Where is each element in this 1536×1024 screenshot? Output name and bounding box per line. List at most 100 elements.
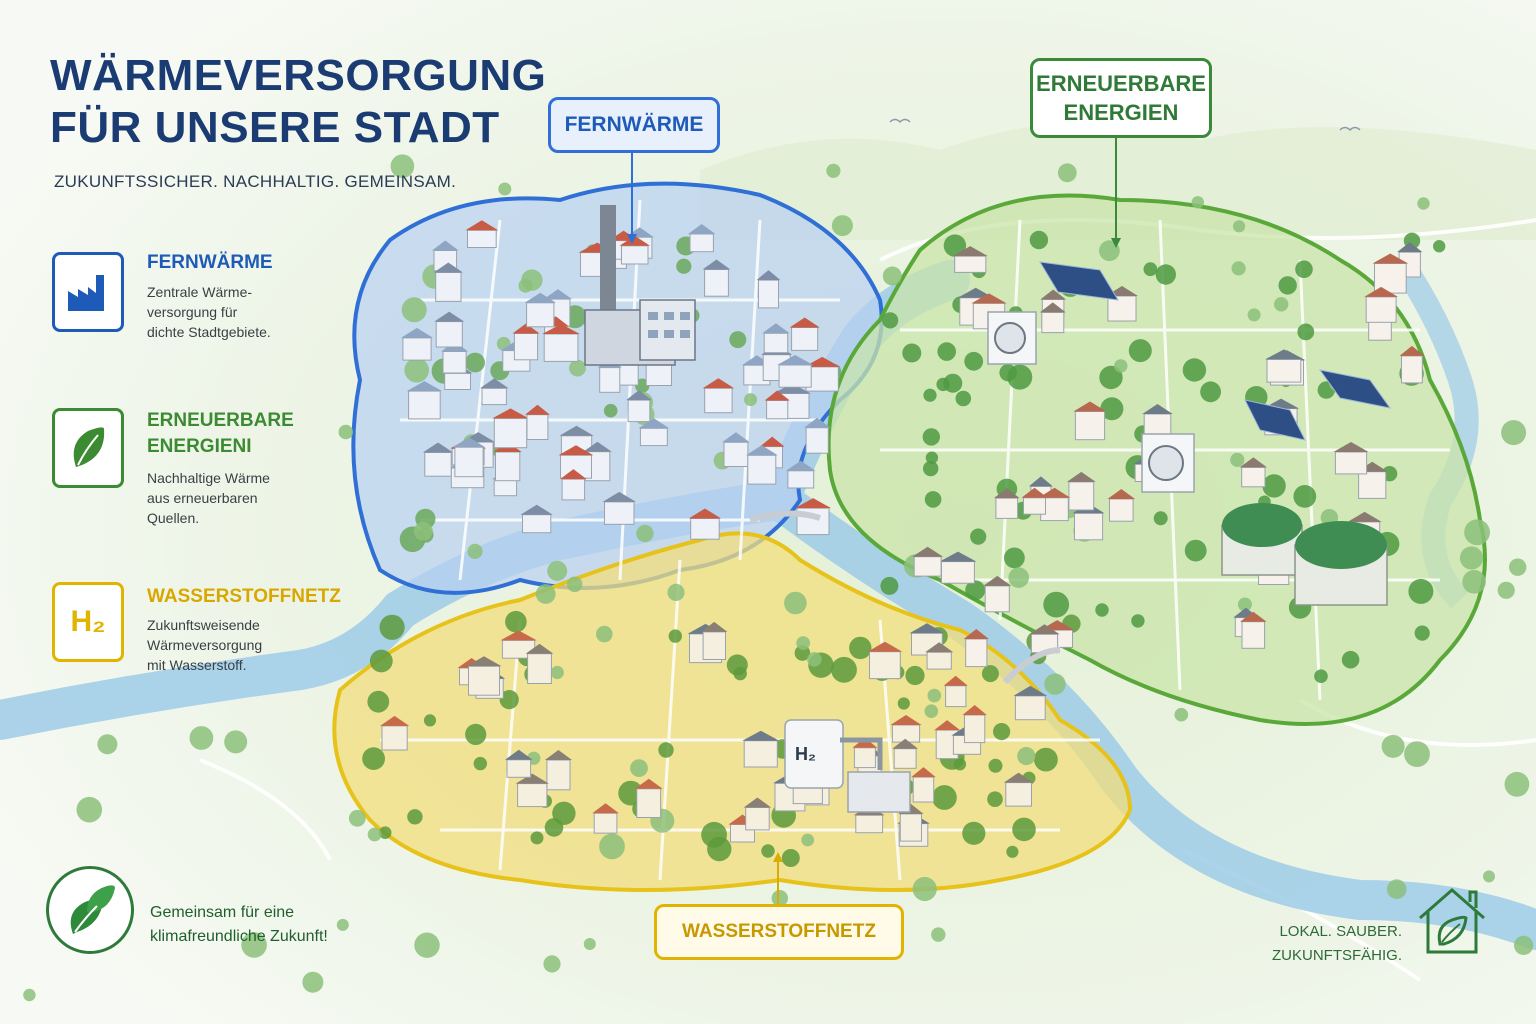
- tree: [362, 747, 385, 770]
- house: [380, 715, 410, 751]
- tree: [964, 351, 984, 371]
- leaves-icon: [46, 866, 134, 954]
- tree: [924, 704, 939, 718]
- tree: [23, 988, 36, 1002]
- house: [688, 224, 716, 253]
- tree: [499, 690, 519, 710]
- tree: [1131, 614, 1145, 628]
- tree: [241, 932, 267, 958]
- house: [592, 803, 619, 834]
- house: [406, 381, 443, 420]
- tree: [1174, 707, 1189, 722]
- tree: [1462, 570, 1486, 594]
- house: [1039, 302, 1066, 334]
- tree: [401, 297, 427, 323]
- tree: [1237, 597, 1252, 612]
- tree: [1293, 485, 1317, 508]
- house: [912, 546, 944, 577]
- tree: [379, 614, 405, 640]
- legend-desc-wasserstoff: Zukunftsweisende Wärmeversorgung mit Was…: [147, 617, 263, 673]
- legend-desc-erneuerbare: Nachhaltige Wärme aus erneuerbaren Quell…: [147, 470, 270, 526]
- house: [1107, 489, 1136, 522]
- tree: [1483, 870, 1495, 883]
- tree: [882, 312, 899, 329]
- house: [1399, 345, 1425, 384]
- tree: [1247, 308, 1261, 322]
- tree: [413, 521, 433, 541]
- house: [867, 641, 903, 680]
- legend-desc-fernwaerme: Zentrale Wärme- versorgung für dichte St…: [147, 284, 271, 340]
- tree: [390, 154, 415, 178]
- tree: [1008, 567, 1029, 588]
- h2-icon: H₂: [52, 582, 124, 662]
- house: [520, 504, 553, 534]
- house: [602, 491, 636, 525]
- tree: [1295, 260, 1313, 279]
- tree: [1262, 474, 1286, 498]
- tree: [1184, 539, 1207, 562]
- tree: [771, 890, 788, 907]
- house-leaf-icon: [1414, 882, 1490, 963]
- tree: [987, 791, 1003, 807]
- tree: [801, 833, 815, 847]
- house: [1072, 503, 1105, 541]
- house: [742, 730, 780, 768]
- tree: [744, 393, 758, 407]
- tree: [1497, 581, 1515, 599]
- house: [762, 323, 790, 354]
- callout-pointers: [627, 138, 1121, 905]
- tree: [1278, 276, 1297, 295]
- tree: [925, 451, 939, 464]
- callout-erneuerbare: ERNEUERBARE ENERGIEN: [1030, 58, 1212, 138]
- house: [524, 292, 556, 328]
- tree: [970, 528, 987, 545]
- house: [1013, 685, 1048, 721]
- tree: [831, 215, 853, 237]
- birds: [889, 118, 1361, 132]
- tree: [1007, 364, 1033, 390]
- tree: [467, 543, 483, 560]
- tree: [1034, 747, 1058, 772]
- tree: [1386, 879, 1407, 899]
- house: [789, 317, 820, 351]
- tree: [367, 690, 390, 713]
- tree: [1509, 558, 1527, 576]
- tree: [937, 342, 956, 361]
- tree: [336, 918, 349, 931]
- tree: [726, 654, 748, 676]
- house: [777, 355, 814, 388]
- tree: [552, 801, 576, 825]
- tree: [630, 759, 648, 777]
- house: [756, 270, 781, 309]
- tree: [583, 938, 596, 950]
- tree: [676, 258, 692, 274]
- tree: [189, 726, 214, 750]
- tree: [1514, 935, 1534, 956]
- tree: [1459, 546, 1484, 570]
- h2-icon-label: H₂: [70, 605, 106, 638]
- tree: [414, 932, 440, 958]
- tree: [465, 723, 487, 746]
- tree: [924, 491, 942, 508]
- tree: [338, 424, 354, 440]
- house: [619, 235, 650, 265]
- house: [1364, 286, 1399, 323]
- house: [1240, 611, 1267, 649]
- tree: [932, 785, 957, 810]
- tree: [923, 460, 939, 477]
- house: [634, 778, 663, 818]
- house: [433, 262, 463, 302]
- title-line-2: FÜR UNSERE STADT: [50, 103, 500, 152]
- tree: [1381, 734, 1405, 758]
- tree: [796, 636, 811, 650]
- power-plant: [584, 205, 696, 366]
- callout-fernwaerme: FERNWÄRME: [548, 97, 720, 153]
- house: [852, 737, 878, 769]
- house: [626, 390, 652, 423]
- tree: [1504, 771, 1530, 797]
- tree: [668, 629, 682, 643]
- legend-title-wasserstoff: WASSERSTOFFNETZ: [147, 586, 341, 607]
- tree: [224, 730, 248, 754]
- tree: [993, 723, 1011, 741]
